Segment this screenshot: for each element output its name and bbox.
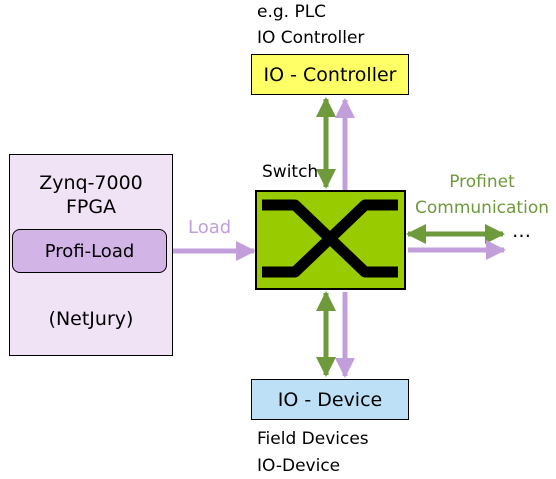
fpga-title-line1: Zynq-7000 (39, 172, 143, 194)
profinet-label-line2: Communication (415, 198, 549, 218)
fpga-title-line2: FPGA (65, 196, 117, 218)
device-note-line2: IO-Device (257, 456, 341, 476)
io-device-box: IO - Device (251, 379, 409, 420)
profi-load-label: Profi-Load (44, 240, 135, 262)
profinet-label-line1: Profinet (449, 172, 515, 192)
controller-note-line2: IO Controller (257, 28, 365, 48)
crossover-icon (262, 199, 398, 278)
switch-label: Switch (262, 162, 319, 182)
controller-note-line1: e.g. PLC (257, 2, 327, 22)
switch-node (255, 190, 406, 290)
io-device-label: IO - Device (277, 388, 383, 411)
netjury-label: (NetJury) (48, 308, 134, 330)
device-note-line1: Field Devices (257, 429, 369, 449)
io-controller-box: IO - Controller (251, 54, 409, 95)
continuation-ellipsis: … (512, 220, 531, 242)
profinet-label: Profinet Communication (410, 169, 554, 221)
profi-load-box: Profi-Load (12, 229, 167, 273)
load-label: Load (188, 217, 232, 238)
io-controller-label: IO - Controller (263, 63, 397, 86)
